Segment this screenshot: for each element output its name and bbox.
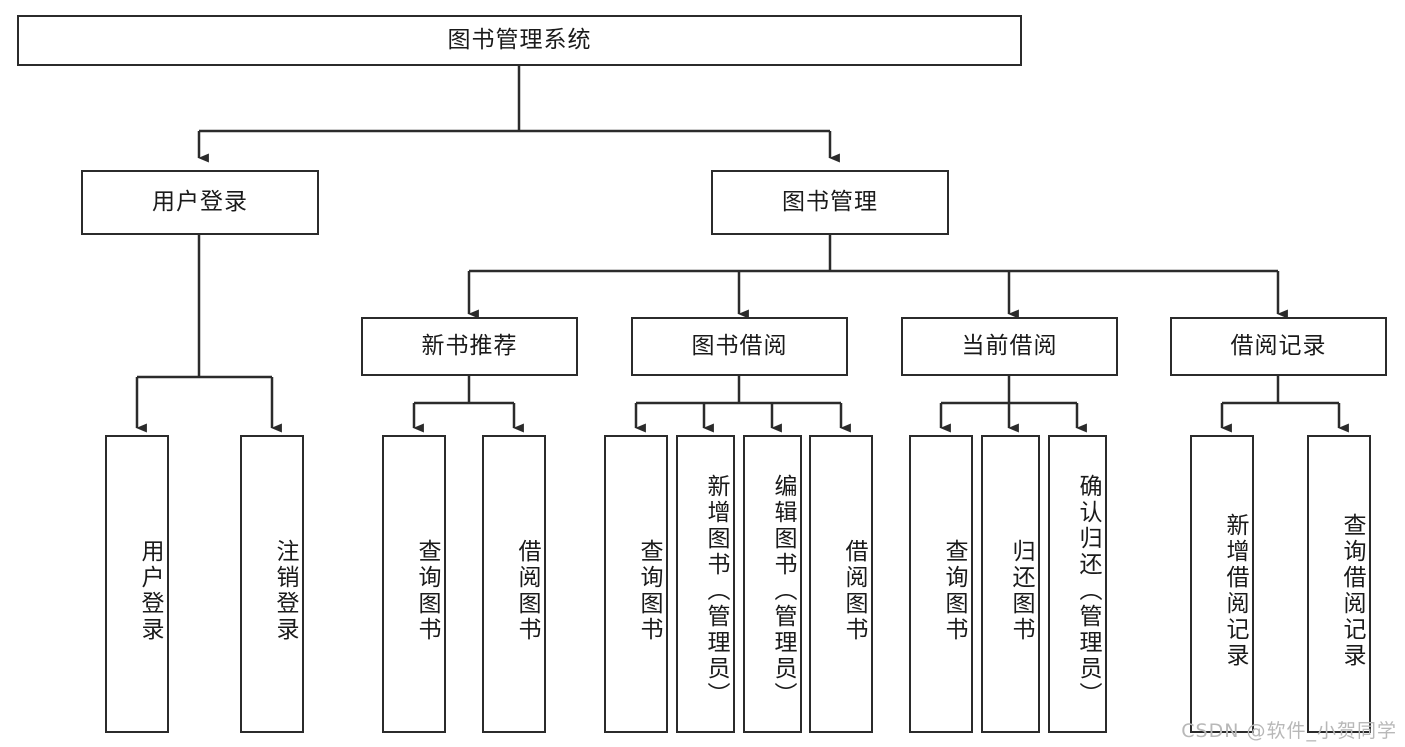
node-label: 归还图书	[1008, 539, 1034, 643]
node-label: 用户登录	[137, 539, 163, 643]
leaf-add-borrow-record[interactable]: 新增借阅记录	[1190, 435, 1254, 733]
node-current-borrow[interactable]: 当前借阅	[901, 317, 1118, 376]
node-borrow-records[interactable]: 借阅记录	[1170, 317, 1387, 376]
leaf-borrow-books[interactable]: 借阅图书	[809, 435, 873, 733]
node-label: 借阅图书	[514, 539, 540, 643]
node-label: 用户登录	[152, 188, 248, 215]
leaf-return-books[interactable]: 归还图书	[981, 435, 1040, 733]
node-label: 编辑图书（管理员）	[770, 474, 796, 708]
node-label: 当前借阅	[961, 332, 1058, 359]
node-label: 图书借阅	[691, 332, 788, 359]
node-label: 注销登录	[272, 539, 298, 643]
node-new-book-recommend[interactable]: 新书推荐	[361, 317, 578, 376]
node-label: 查询借阅记录	[1339, 513, 1365, 669]
leaf-query-borrow-record[interactable]: 查询借阅记录	[1307, 435, 1371, 733]
leaf-query-books-current[interactable]: 查询图书	[909, 435, 973, 733]
node-label: 图书管理	[782, 188, 878, 215]
node-label: 借阅记录	[1230, 332, 1327, 359]
leaf-edit-book-admin[interactable]: 编辑图书（管理员）	[743, 435, 802, 733]
leaf-borrow-books-recommend[interactable]: 借阅图书	[482, 435, 546, 733]
node-label: 查询图书	[414, 539, 440, 643]
node-label: 新增借阅记录	[1222, 513, 1248, 669]
node-user-login[interactable]: 用户登录	[81, 170, 319, 235]
leaf-user-login[interactable]: 用户登录	[105, 435, 169, 733]
node-label: 查询图书	[636, 539, 662, 643]
leaf-query-books-borrow[interactable]: 查询图书	[604, 435, 668, 733]
leaf-query-books-recommend[interactable]: 查询图书	[382, 435, 446, 733]
node-label: 新增图书（管理员）	[703, 474, 729, 708]
node-label: 借阅图书	[841, 539, 867, 643]
node-label: 确认归还（管理员）	[1075, 474, 1101, 708]
node-label: 查询图书	[941, 539, 967, 643]
leaf-logout[interactable]: 注销登录	[240, 435, 304, 733]
node-label: 新书推荐	[421, 332, 518, 359]
node-book-borrow[interactable]: 图书借阅	[631, 317, 848, 376]
node-root-system[interactable]: 图书管理系统	[17, 15, 1022, 66]
node-book-management[interactable]: 图书管理	[711, 170, 949, 235]
leaf-add-book-admin[interactable]: 新增图书（管理员）	[676, 435, 735, 733]
node-label: 图书管理系统	[447, 26, 592, 53]
csdn-watermark: CSDN @软件_小贺同学	[1181, 720, 1397, 742]
leaf-confirm-return-admin[interactable]: 确认归还（管理员）	[1048, 435, 1107, 733]
